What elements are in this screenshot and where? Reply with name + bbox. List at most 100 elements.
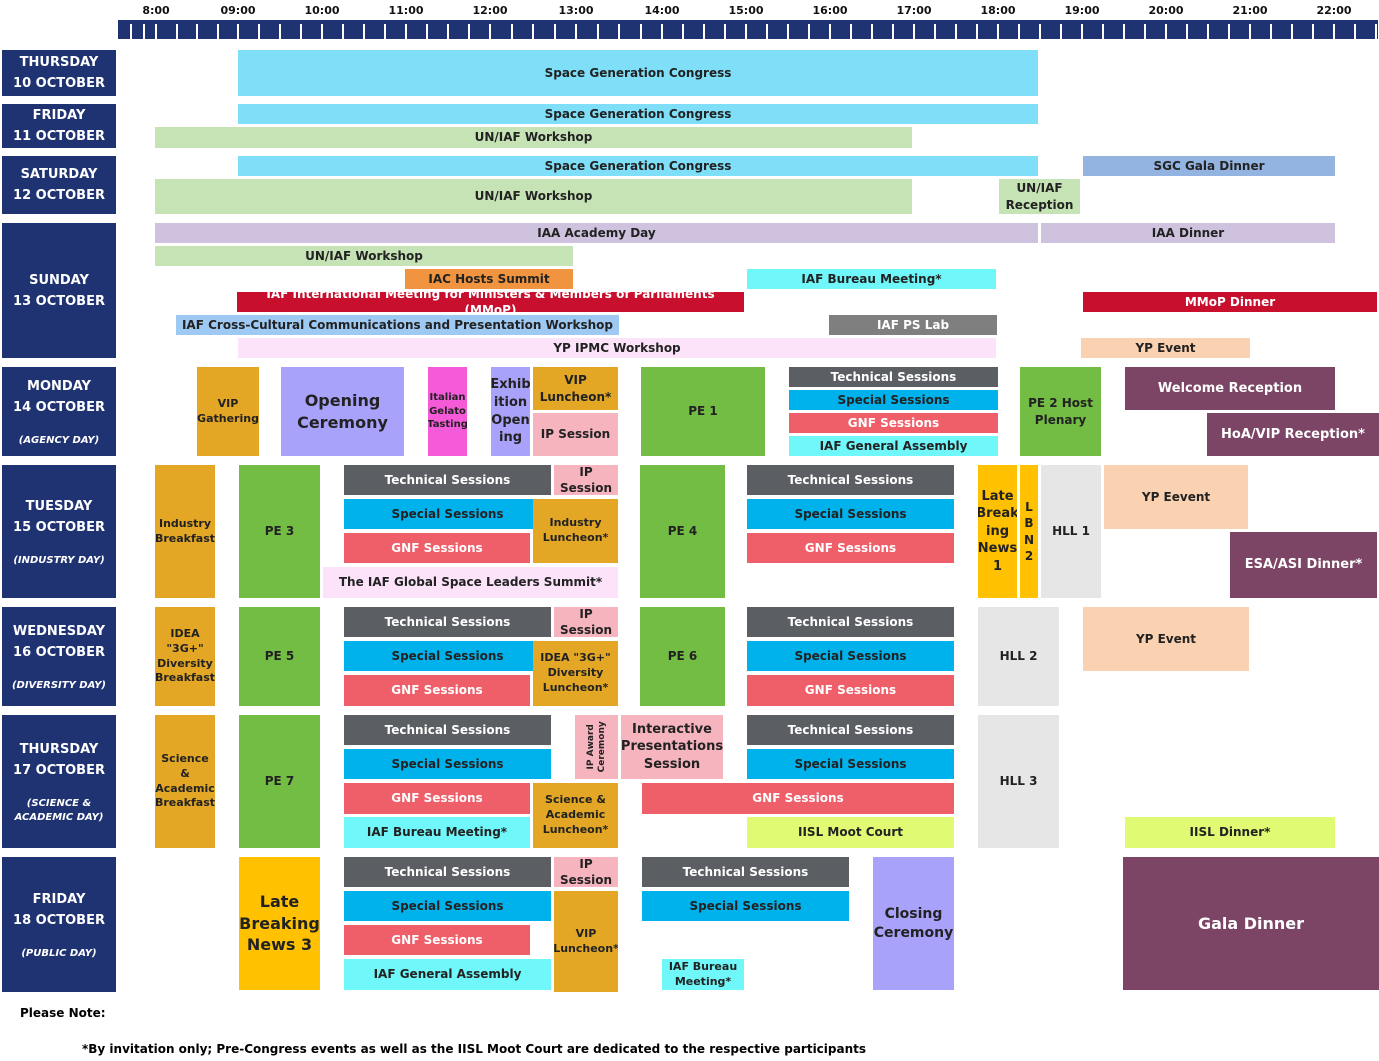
event-science-academic-luncheon[interactable]: Science & Academic Luncheon* xyxy=(533,783,618,848)
event-closing-ceremony[interactable]: Closing Ceremony xyxy=(873,857,954,990)
event-sgc-gala-dinner[interactable]: SGC Gala Dinner xyxy=(1083,156,1335,176)
event-gnf-sessions[interactable]: GNF Sessions xyxy=(344,783,530,814)
event-gnf-sessions[interactable]: GNF Sessions xyxy=(789,413,998,433)
event-science-academic-breakfast[interactable]: Science & Academic Breakfast xyxy=(155,715,215,848)
event-the-iaf-global-space-leaders-summit[interactable]: The IAF Global Space Leaders Summit* xyxy=(323,567,618,598)
event-ip-session[interactable]: IP Session xyxy=(554,465,618,495)
event-iaa-academy-day[interactable]: IAA Academy Day xyxy=(155,223,1038,243)
event-pe-5[interactable]: PE 5 xyxy=(239,607,320,706)
event-yp-event[interactable]: YP Event xyxy=(1081,338,1250,358)
event-special-sessions[interactable]: Special Sessions xyxy=(789,390,998,410)
event-vip-luncheon[interactable]: VIP Luncheon* xyxy=(554,891,618,992)
event-technical-sessions[interactable]: Technical Sessions xyxy=(344,857,551,887)
event-special-sessions[interactable]: Special Sessions xyxy=(344,499,551,529)
event-label: PE 2 Host Plenary xyxy=(1028,396,1093,427)
day-name: TUESDAY xyxy=(25,498,93,514)
event-technical-sessions[interactable]: Technical Sessions xyxy=(747,607,954,637)
event-vip-gathering[interactable]: VIP Gathering xyxy=(197,367,259,456)
event-gnf-sessions[interactable]: GNF Sessions xyxy=(747,533,954,563)
event-welcome-reception[interactable]: Welcome Reception xyxy=(1125,367,1335,410)
event-technical-sessions[interactable]: Technical Sessions xyxy=(789,367,998,387)
event-special-sessions[interactable]: Special Sessions xyxy=(344,891,551,921)
event-special-sessions[interactable]: Special Sessions xyxy=(642,891,849,921)
event-iaf-bureau-meeting[interactable]: IAF Bureau Meeting* xyxy=(662,959,744,990)
event-un-iaf-workshop[interactable]: UN/IAF Workshop xyxy=(155,179,912,214)
event-un-iaf-reception[interactable]: UN/IAF Reception xyxy=(999,179,1080,214)
event-special-sessions[interactable]: Special Sessions xyxy=(344,641,551,671)
event-space-generation-congress[interactable]: Space Generation Congress xyxy=(238,104,1038,124)
event-technical-sessions[interactable]: Technical Sessions xyxy=(747,465,954,495)
event-label: Late Break ing News 1 xyxy=(978,488,1017,574)
event-yp-event[interactable]: YP Event xyxy=(1083,607,1249,671)
event-pe-4[interactable]: PE 4 xyxy=(640,465,725,598)
event-yp-eevent[interactable]: YP Eevent xyxy=(1104,465,1248,529)
event-l-b-n-2[interactable]: L B N 2 xyxy=(1020,465,1038,598)
event-iisl-dinner[interactable]: IISL Dinner* xyxy=(1125,817,1335,848)
event-iac-hosts-summit[interactable]: IAC Hosts Summit xyxy=(405,269,573,289)
event-yp-ipmc-workshop[interactable]: YP IPMC Workshop xyxy=(238,338,996,358)
event-iaa-dinner[interactable]: IAA Dinner xyxy=(1041,223,1335,243)
event-late-breaking-news-3[interactable]: Late Breaking News 3 xyxy=(239,857,320,990)
event-un-iaf-workshop[interactable]: UN/IAF Workshop xyxy=(155,246,573,266)
event-ip-session[interactable]: IP Session xyxy=(533,413,618,456)
event-space-generation-congress[interactable]: Space Generation Congress xyxy=(238,50,1038,96)
event-pe-6[interactable]: PE 6 xyxy=(640,607,725,706)
event-mmop-dinner[interactable]: MMoP Dinner xyxy=(1083,292,1377,312)
day-name: WEDNESDAY xyxy=(12,623,106,639)
event-pe-7[interactable]: PE 7 xyxy=(239,715,320,848)
event-hll-3[interactable]: HLL 3 xyxy=(978,715,1059,848)
time-tick xyxy=(639,24,642,39)
event-italian-gelato-tasting[interactable]: Italian Gelato Tasting xyxy=(428,367,467,456)
note-title: Please Note: xyxy=(20,1006,106,1020)
event-special-sessions[interactable]: Special Sessions xyxy=(747,499,954,529)
event-gnf-sessions[interactable]: GNF Sessions xyxy=(344,675,530,706)
event-iaf-international-meeting-for-ministers-members-of-parliaments-mmop[interactable]: IAF International Meeting for Ministers … xyxy=(237,292,744,312)
event-opening-ceremony[interactable]: Opening Ceremony xyxy=(281,367,404,456)
event-iaf-general-assembly[interactable]: IAF General Assembly xyxy=(789,436,998,456)
event-gnf-sessions[interactable]: GNF Sessions xyxy=(344,533,530,563)
event-industry-luncheon[interactable]: Industry Luncheon* xyxy=(533,499,618,563)
event-gnf-sessions[interactable]: GNF Sessions xyxy=(642,783,954,814)
event-hoa-vip-reception[interactable]: HoA/VIP Reception* xyxy=(1207,413,1379,456)
event-gala-dinner[interactable]: Gala Dinner xyxy=(1123,857,1379,990)
event-un-iaf-workshop[interactable]: UN/IAF Workshop xyxy=(155,127,912,148)
event-exhib-ition-open-ing[interactable]: Exhib ition Open ing xyxy=(491,367,530,456)
event-special-sessions[interactable]: Special Sessions xyxy=(747,749,954,779)
event-technical-sessions[interactable]: Technical Sessions xyxy=(344,465,551,495)
event-iaf-bureau-meeting[interactable]: IAF Bureau Meeting* xyxy=(344,817,530,848)
event-ip-award-ceremony[interactable]: IP Award Ceremony xyxy=(575,715,618,779)
event-idea-3g-diversity-luncheon[interactable]: IDEA "3G+" Diversity Luncheon* xyxy=(533,641,618,706)
event-pe-1[interactable]: PE 1 xyxy=(641,367,765,456)
event-label: Industry Breakfast xyxy=(155,516,215,545)
event-late-break-ing-news-1[interactable]: Late Break ing News 1 xyxy=(978,465,1017,598)
event-label: IAA Dinner xyxy=(1151,225,1225,240)
event-special-sessions[interactable]: Special Sessions xyxy=(747,641,954,671)
event-technical-sessions[interactable]: Technical Sessions xyxy=(747,715,954,745)
event-space-generation-congress[interactable]: Space Generation Congress xyxy=(238,156,1038,176)
event-iaf-general-assembly[interactable]: IAF General Assembly xyxy=(344,959,551,990)
event-gnf-sessions[interactable]: GNF Sessions xyxy=(747,675,954,706)
event-ip-session[interactable]: IP Session xyxy=(554,607,618,637)
event-hll-2[interactable]: HLL 2 xyxy=(978,607,1059,706)
time-tick xyxy=(1333,24,1335,39)
event-esa-asi-dinner[interactable]: ESA/ASI Dinner* xyxy=(1230,532,1377,598)
event-technical-sessions[interactable]: Technical Sessions xyxy=(344,607,551,637)
event-technical-sessions[interactable]: Technical Sessions xyxy=(642,857,849,887)
event-ip-session[interactable]: IP Session xyxy=(554,857,618,887)
event-hll-1[interactable]: HLL 1 xyxy=(1041,465,1101,598)
event-iaf-ps-lab[interactable]: IAF PS Lab xyxy=(829,315,997,335)
day-theme: (INDUSTRY DAY) xyxy=(13,554,105,566)
event-technical-sessions[interactable]: Technical Sessions xyxy=(344,715,551,745)
event-special-sessions[interactable]: Special Sessions xyxy=(344,749,551,779)
event-pe-3[interactable]: PE 3 xyxy=(239,465,320,598)
event-gnf-sessions[interactable]: GNF Sessions xyxy=(344,925,530,955)
event-pe-2-host-plenary[interactable]: PE 2 Host Plenary xyxy=(1020,367,1101,456)
event-iaf-bureau-meeting[interactable]: IAF Bureau Meeting* xyxy=(747,269,996,289)
event-industry-breakfast[interactable]: Industry Breakfast xyxy=(155,465,215,598)
event-vip-luncheon[interactable]: VIP Luncheon* xyxy=(533,367,618,410)
event-idea-3g-diversity-breakfast[interactable]: IDEA "3G+" Diversity Breakfast xyxy=(155,607,215,706)
event-iaf-cross-cultural-communications-and-presentation-workshop[interactable]: IAF Cross-Cultural Communications and Pr… xyxy=(176,315,619,335)
event-iisl-moot-court[interactable]: IISL Moot Court xyxy=(747,817,954,848)
event-interactive-presentations-session[interactable]: Interactive Presentations Session xyxy=(621,715,723,779)
